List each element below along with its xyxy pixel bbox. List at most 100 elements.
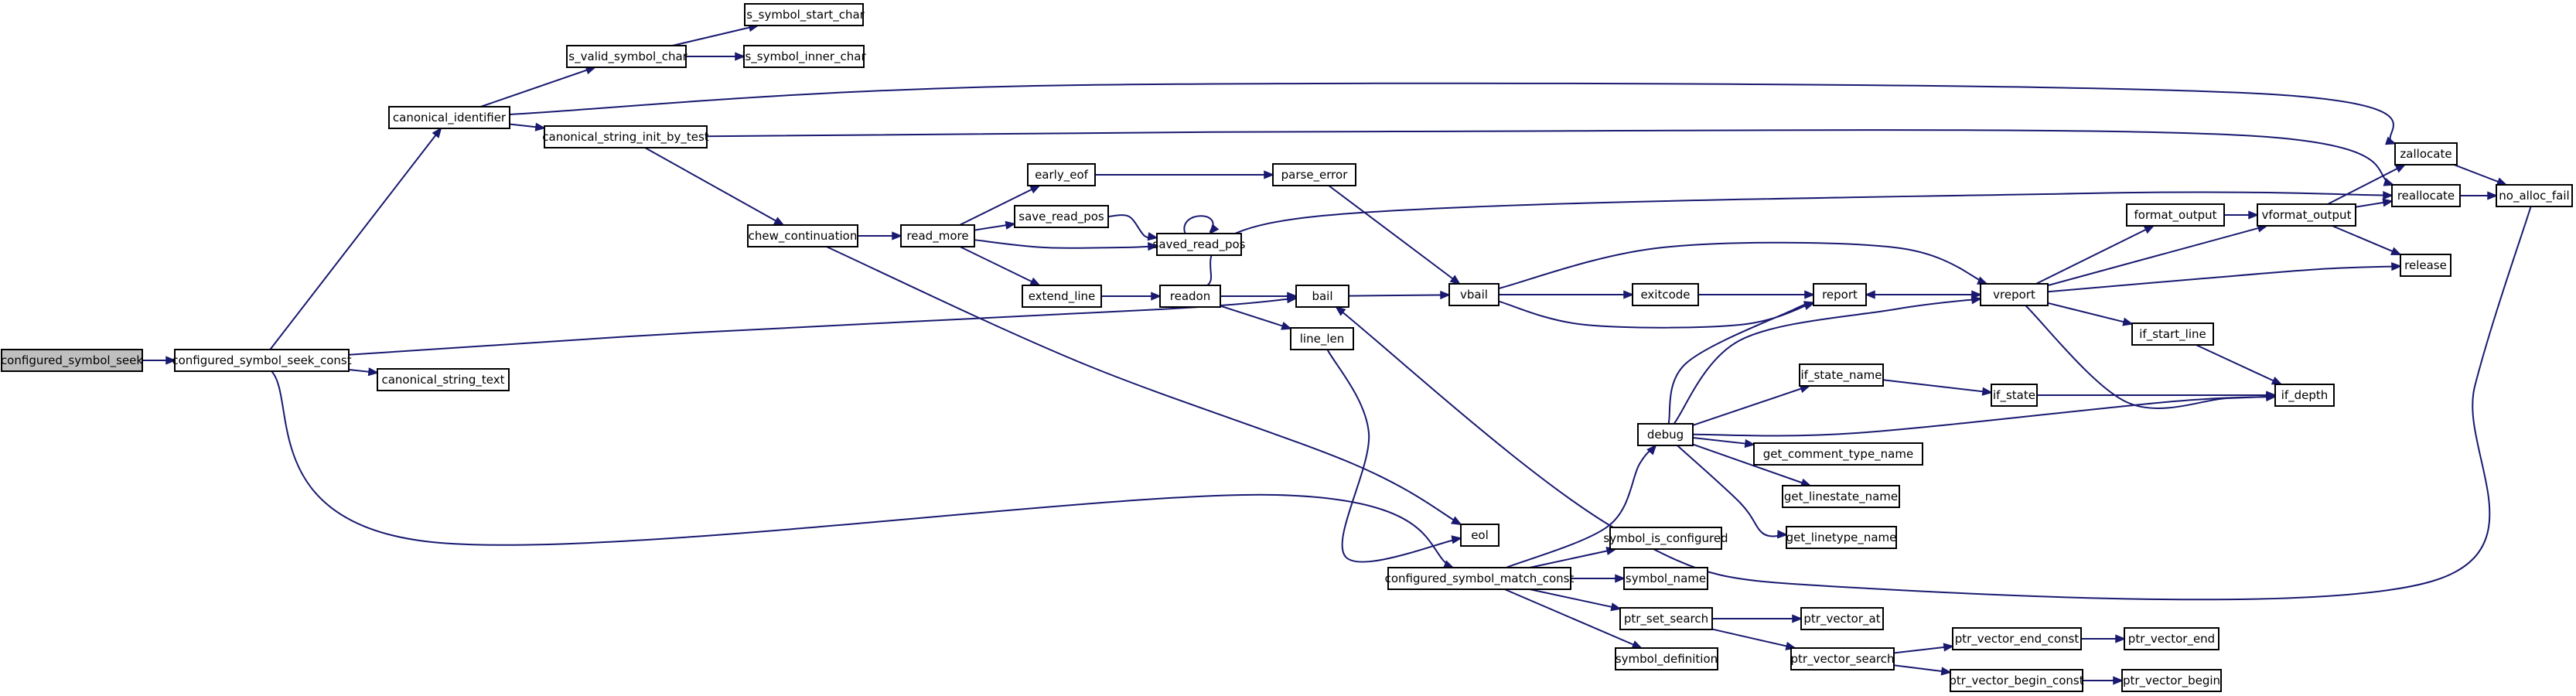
node-early_eof[interactable]: early_eof: [1027, 163, 1096, 186]
node-box[interactable]: [1790, 647, 1895, 670]
node-box[interactable]: [2131, 322, 2214, 346]
node-symbol_definition[interactable]: symbol_definition: [1615, 647, 1718, 670]
node-box[interactable]: [2274, 384, 2335, 407]
node-parse_error[interactable]: parse_error: [1272, 163, 1356, 186]
node-eol[interactable]: eol: [1460, 524, 1500, 547]
node-box[interactable]: [1632, 283, 1699, 306]
node-get_linestate_name[interactable]: get_linestate_name: [1782, 485, 1900, 508]
node-if_depth[interactable]: if_depth: [2274, 384, 2335, 407]
node-box[interactable]: [174, 349, 350, 372]
node-box[interactable]: [1272, 163, 1356, 186]
node-box[interactable]: [1156, 233, 1242, 256]
node-box[interactable]: [1448, 283, 1500, 306]
node-box[interactable]: [1980, 283, 2049, 306]
node-vformat_output[interactable]: vformat_output: [2257, 203, 2356, 227]
node-reallocate[interactable]: reallocate: [2391, 184, 2461, 207]
node-exitcode[interactable]: exitcode: [1632, 283, 1699, 306]
node-box[interactable]: [1637, 423, 1694, 446]
node-box[interactable]: [1952, 627, 2082, 650]
node-extend_line[interactable]: extend_line: [1022, 285, 1102, 308]
node-vbail[interactable]: vbail: [1448, 283, 1500, 306]
node-format_output[interactable]: format_output: [2126, 203, 2225, 227]
node-chew_continuation[interactable]: chew_continuation: [747, 224, 858, 247]
node-is_symbol_start_char[interactable]: is_symbol_start_char: [743, 3, 865, 26]
node-box[interactable]: [1387, 567, 1571, 590]
node-ptr_vector_end[interactable]: ptr_vector_end: [2124, 627, 2219, 650]
node-box[interactable]: [1813, 283, 1867, 306]
node-box[interactable]: [1782, 485, 1900, 508]
node-line_len[interactable]: line_len: [1290, 327, 1354, 350]
node-configured_symbol_seek_const[interactable]: configured_symbol_seek_const: [172, 349, 352, 372]
node-readon[interactable]: readon: [1159, 285, 1221, 308]
node-bail[interactable]: bail: [1295, 285, 1349, 308]
node-read_more[interactable]: read_more: [900, 224, 975, 247]
node-box[interactable]: [1950, 669, 2083, 692]
node-saved_read_pos[interactable]: saved_read_pos: [1153, 233, 1246, 256]
node-box[interactable]: [1753, 442, 1923, 466]
node-box[interactable]: [1623, 567, 1708, 590]
node-box[interactable]: [1159, 285, 1221, 308]
node-ptr_vector_at[interactable]: ptr_vector_at: [1800, 607, 1884, 630]
node-canonical_string_text[interactable]: canonical_string_text: [377, 368, 510, 391]
node-box[interactable]: [1786, 526, 1897, 549]
node-box[interactable]: [544, 125, 708, 148]
node-box[interactable]: [388, 106, 510, 129]
node-is_valid_symbol_char[interactable]: is_valid_symbol_char: [565, 45, 688, 68]
node-ptr_set_search[interactable]: ptr_set_search: [1619, 607, 1713, 630]
node-release[interactable]: release: [2400, 254, 2451, 277]
node-symbol_is_configured[interactable]: symbol_is_configured: [1603, 527, 1728, 550]
node-ptr_vector_begin[interactable]: ptr_vector_begin: [2121, 669, 2222, 692]
node-box[interactable]: [1799, 363, 1884, 387]
arrowhead-icon: [1792, 614, 1803, 623]
node-box[interactable]: [743, 45, 865, 68]
node-box[interactable]: [900, 224, 975, 247]
node-box[interactable]: [1991, 384, 2038, 407]
node-box[interactable]: [1800, 607, 1884, 630]
node-box[interactable]: [2391, 184, 2461, 207]
node-report[interactable]: report: [1813, 283, 1867, 306]
node-debug[interactable]: debug: [1637, 423, 1694, 446]
node-box[interactable]: [1460, 524, 1500, 547]
node-configured_symbol_seek[interactable]: configured_symbol_seek: [1, 349, 143, 372]
node-box[interactable]: [1619, 607, 1713, 630]
node-box[interactable]: [2394, 142, 2458, 165]
node-save_read_pos[interactable]: save_read_pos: [1014, 205, 1109, 228]
node-box[interactable]: [2400, 254, 2451, 277]
node-symbol_name[interactable]: symbol_name: [1623, 567, 1708, 590]
node-box[interactable]: [744, 3, 864, 26]
node-get_comment_type_name[interactable]: get_comment_type_name: [1753, 442, 1923, 466]
node-ptr_vector_search[interactable]: ptr_vector_search: [1790, 647, 1895, 670]
node-if_start_line[interactable]: if_start_line: [2131, 322, 2214, 346]
node-box[interactable]: [377, 368, 510, 391]
edge-is_valid_symbol_char-to-is_symbol_inner_char: [686, 52, 746, 61]
node-box[interactable]: [2124, 627, 2219, 650]
node-box[interactable]: [566, 45, 687, 68]
node-label: read_more: [906, 229, 968, 244]
node-box[interactable]: [2496, 184, 2573, 207]
node-is_symbol_inner_char[interactable]: is_symbol_inner_char: [742, 45, 867, 68]
node-box[interactable]: [1, 349, 143, 372]
node-box[interactable]: [1295, 285, 1349, 308]
node-canonical_identifier[interactable]: canonical_identifier: [388, 106, 510, 129]
node-if_state_name[interactable]: if_state_name: [1799, 363, 1884, 387]
node-ptr_vector_begin_const[interactable]: ptr_vector_begin_const: [1949, 669, 2084, 692]
node-canonical_string_init_by_test[interactable]: canonical_string_init_by_test: [542, 125, 709, 148]
node-no_alloc_fail[interactable]: no_alloc_fail: [2496, 184, 2573, 207]
node-if_state[interactable]: if_state: [1991, 384, 2038, 407]
node-vreport[interactable]: vreport: [1980, 283, 2049, 306]
node-label: release: [2404, 258, 2447, 272]
node-box[interactable]: [1290, 327, 1354, 350]
node-box[interactable]: [2121, 669, 2222, 692]
node-box[interactable]: [1014, 205, 1109, 228]
node-box[interactable]: [2126, 203, 2225, 227]
node-ptr_vector_end_const[interactable]: ptr_vector_end_const: [1952, 627, 2082, 650]
node-get_linetype_name[interactable]: get_linetype_name: [1786, 526, 1897, 549]
node-configured_symbol_match_const[interactable]: configured_symbol_match_const: [1385, 567, 1575, 590]
node-zallocate[interactable]: zallocate: [2394, 142, 2458, 165]
node-box[interactable]: [1615, 647, 1718, 670]
node-box[interactable]: [2257, 203, 2356, 227]
node-box[interactable]: [747, 224, 858, 247]
node-box[interactable]: [1027, 163, 1096, 186]
node-box[interactable]: [1022, 285, 1102, 308]
node-box[interactable]: [1609, 527, 1722, 550]
